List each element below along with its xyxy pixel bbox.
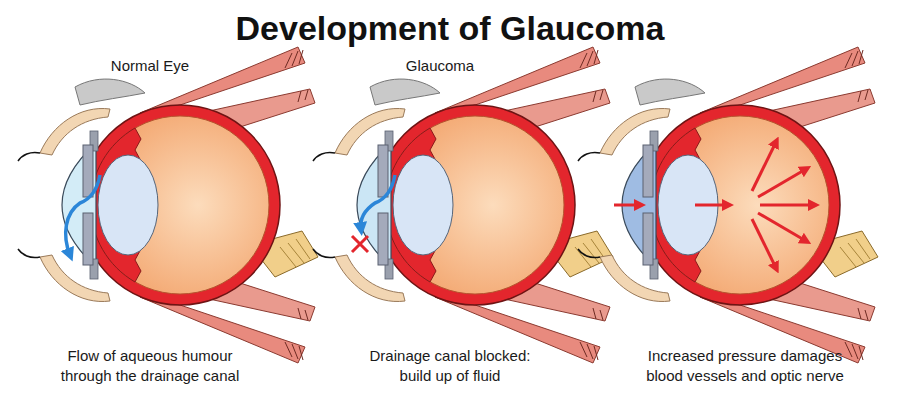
- panel-label: Normal Eye: [60, 56, 240, 76]
- pressure-arrow: [752, 219, 776, 268]
- caption-text: Increased pressure damages blood vessels…: [638, 346, 853, 385]
- pressure-eye: [578, 47, 878, 363]
- eye-back: [578, 47, 878, 363]
- eye-front: [378, 131, 453, 279]
- panel-label-box: Glaucoma: [350, 56, 530, 76]
- caption-text-box: Flow of aqueous humour through the drain…: [50, 346, 250, 385]
- caption-text-box: Drainage canal blocked: build up of flui…: [358, 346, 543, 385]
- normal-eye: [18, 47, 318, 363]
- pressure-arrow: [758, 169, 806, 197]
- blocked-mark: [352, 236, 368, 252]
- pressure-arrows: [614, 142, 814, 268]
- pressure-arrow: [614, 204, 640, 207]
- flow-arrow: [66, 175, 100, 255]
- panel-label-box: Normal Eye: [60, 56, 240, 76]
- eye-back: [18, 47, 318, 363]
- flow-arrow: [361, 175, 395, 229]
- caption-text-box: Increased pressure damages blood vessels…: [638, 346, 853, 385]
- title-box: Development of Glaucoma: [50, 6, 850, 50]
- eye-front: [83, 131, 158, 279]
- caption-text: Drainage canal blocked: build up of flui…: [358, 346, 543, 385]
- pressure-arrow: [758, 213, 806, 241]
- pressure-arrow: [752, 142, 776, 191]
- eye-back: [313, 47, 613, 363]
- panel-label: Glaucoma: [350, 56, 530, 76]
- glaucoma-eye: [313, 47, 613, 363]
- pressure-arrow: [695, 204, 728, 207]
- title: Development of Glaucoma: [50, 6, 850, 50]
- caption-text: Flow of aqueous humour through the drain…: [50, 346, 250, 385]
- pressure-arrow: [760, 204, 814, 207]
